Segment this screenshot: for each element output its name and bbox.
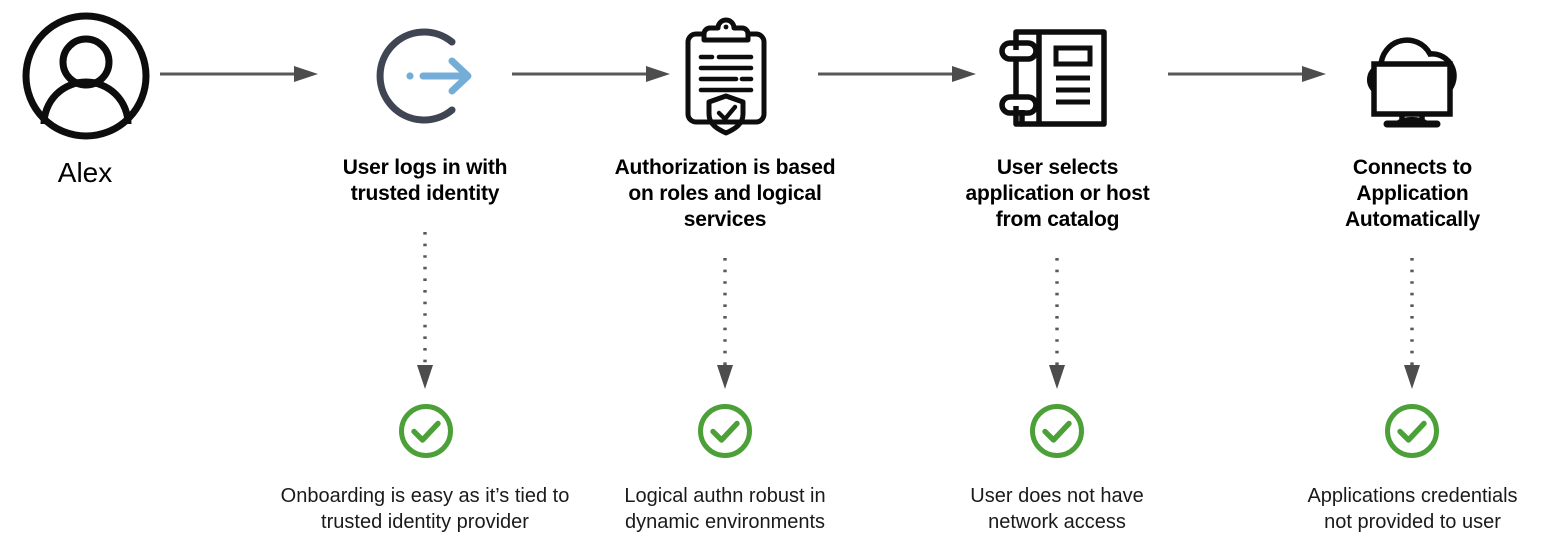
step-1-benefit-line-2: trusted identity provider [321, 511, 529, 533]
step-2-heading-line-3: services [683, 208, 767, 231]
catalog-notebook-icon [994, 26, 1112, 130]
clipboard-shield-check-icon [678, 17, 774, 136]
dotted-connector-step-2 [714, 258, 736, 392]
step-2-heading-line-1: Authorization is based [614, 156, 836, 179]
step-2-benefit-line-2: dynamic environments [624, 511, 826, 533]
user-avatar-icon [18, 8, 153, 143]
cloud-monitor-icon [1353, 20, 1471, 130]
dotted-connector-step-1 [414, 232, 436, 392]
dotted-connector-step-4 [1401, 258, 1423, 392]
step-3-benefit-text: User does not have network access [937, 483, 1177, 535]
step-4-heading-line-2: Application [1356, 182, 1469, 205]
step-1-heading-line-2: trusted identity [350, 182, 500, 205]
step-4-benefit-line-2: not provided to user [1324, 511, 1501, 533]
step-4-heading: Connects to Application Automatically [1310, 155, 1515, 233]
step-3-benefit-line-1: User does not have [970, 485, 1144, 507]
step-3-benefit-line-2: network access [988, 511, 1126, 533]
step-3-heading: User selects application or host from ca… [940, 155, 1175, 233]
persona-label: Alex [57, 157, 113, 188]
step-3-heading-line-3: from catalog [995, 208, 1120, 231]
step-4-heading-line-3: Automatically [1344, 208, 1481, 231]
dotted-connector-step-3 [1046, 258, 1068, 392]
check-circle-icon [1383, 402, 1441, 460]
login-arrow-icon [366, 20, 484, 132]
step-3-heading-line-2: application or host [965, 182, 1150, 205]
connector-arrow-persona-to-step1 [160, 63, 320, 85]
step-1-heading-line-1: User logs in with [342, 156, 508, 179]
step-2-benefit-line-1: Logical authn robust in [624, 485, 826, 507]
step-4-benefit-text: Applications credentials not provided to… [1285, 483, 1540, 535]
step-4-heading-line-1: Connects to [1352, 156, 1473, 179]
step-1-benefit-line-1: Onboarding is easy as it’s tied to [280, 485, 570, 507]
connector-arrow-step1-to-step2 [512, 63, 672, 85]
step-3-heading-line-1: User selects [996, 156, 1119, 179]
step-1-benefit-text: Onboarding is easy as it’s tied to trust… [255, 483, 595, 535]
step-1-heading: User logs in with trusted identity [300, 155, 550, 207]
connector-arrow-step3-to-step4 [1168, 63, 1328, 85]
step-2-heading: Authorization is based on roles and logi… [595, 155, 855, 233]
check-circle-icon [696, 402, 754, 460]
step-2-heading-line-2: on roles and logical [628, 182, 822, 205]
check-circle-icon [397, 402, 455, 460]
connector-arrow-step2-to-step3 [818, 63, 978, 85]
check-circle-icon [1028, 402, 1086, 460]
step-4-benefit-line-1: Applications credentials [1307, 485, 1518, 507]
step-2-benefit-text: Logical authn robust in dynamic environm… [600, 483, 850, 535]
